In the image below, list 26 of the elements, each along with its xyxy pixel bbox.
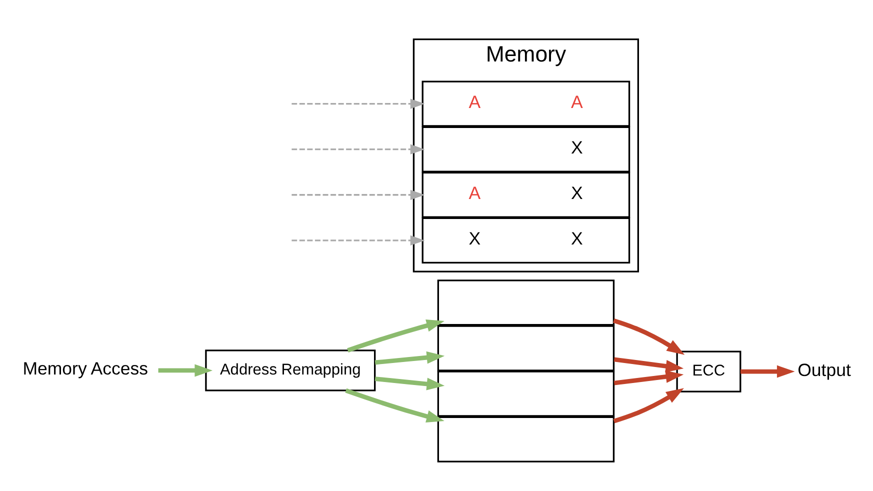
node-box [437, 370, 615, 416]
arrow [614, 370, 684, 385]
node-box [437, 324, 615, 371]
arrow [613, 388, 684, 423]
arrow [158, 364, 213, 376]
arrow [614, 356, 684, 372]
node-box [437, 416, 615, 462]
arrow [292, 98, 425, 108]
arrow [292, 234, 425, 245]
arrow [374, 350, 445, 364]
node-box: Address Remapping [205, 349, 376, 391]
node-text: Memory Access [22, 358, 148, 378]
node-box: ECC [676, 350, 742, 392]
node-box [437, 279, 615, 326]
node-box: X X [422, 216, 630, 263]
node-box: A X [422, 171, 630, 218]
arrow [292, 189, 425, 200]
node-box: A A [422, 80, 630, 126]
arrow [345, 388, 444, 422]
node-box: X [422, 126, 630, 172]
arrow [613, 318, 685, 354]
arrow [347, 319, 444, 352]
arrow [292, 144, 425, 154]
arrow [740, 364, 795, 378]
arrow [374, 376, 445, 390]
node-text: Output [798, 359, 851, 380]
